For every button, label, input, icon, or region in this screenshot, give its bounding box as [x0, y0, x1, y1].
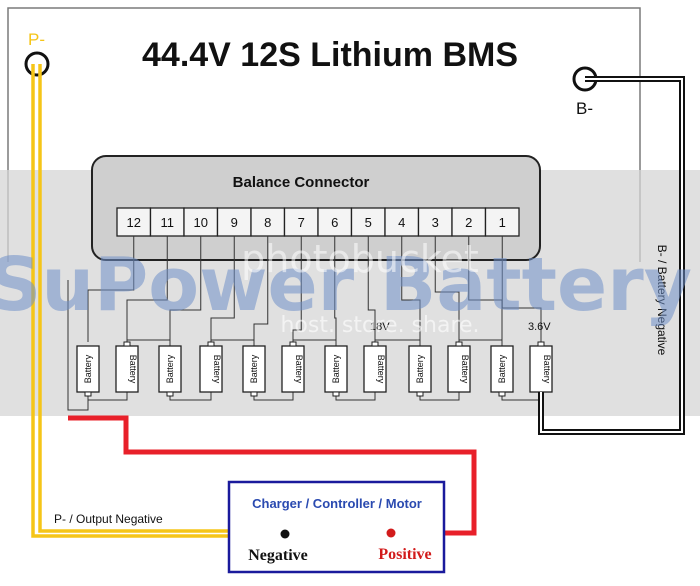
battery-label: Battery — [83, 354, 93, 383]
connector-pin-label: 3 — [432, 215, 439, 230]
connector-pin-label: 5 — [365, 215, 372, 230]
connector-pin-label: 2 — [465, 215, 472, 230]
positive-label: Positive — [378, 546, 431, 563]
battery-terminal — [416, 391, 424, 397]
output-negative-label: P- / Output Negative — [54, 512, 163, 526]
battery-terminal — [498, 391, 506, 397]
balance-wire — [87, 236, 135, 342]
battery-terminal — [537, 341, 545, 347]
battery-terminal — [332, 391, 340, 397]
negative-label: Negative — [248, 547, 308, 564]
voltage-label-18v: 18V — [370, 321, 390, 333]
connector-pin-label: 1 — [499, 215, 506, 230]
watermark-brand: SuPower Battery — [0, 242, 692, 328]
balance-wire — [292, 236, 302, 342]
battery-terminal — [84, 391, 92, 397]
battery-terminal — [455, 341, 463, 347]
battery-terminal — [207, 341, 215, 347]
watermark-tagline: host. store. share. — [280, 313, 479, 338]
battery-terminal — [371, 341, 379, 347]
connector-pin-label: 7 — [298, 215, 305, 230]
page-title: 44.4V 12S Lithium BMS — [142, 36, 518, 74]
balance-wire — [501, 236, 542, 342]
battery-label: Battery — [415, 354, 425, 383]
p-minus-terminal — [24, 51, 50, 77]
watermark-service: photobucket — [241, 237, 479, 281]
b-minus-label: B- — [576, 99, 593, 118]
connector-pin-label: 12 — [127, 215, 141, 230]
battery-label: Battery — [497, 354, 507, 383]
connector-pin-8 — [250, 207, 286, 237]
battery-terminal — [289, 341, 297, 347]
battery-label: Battery — [376, 355, 386, 384]
battery-label: Battery — [294, 355, 304, 384]
balance-wire — [401, 236, 421, 342]
battery-label: Battery — [165, 354, 175, 383]
battery-label: Battery — [249, 354, 259, 383]
connector-pin-label: 6 — [331, 215, 338, 230]
balance-wire — [367, 236, 376, 342]
load-title: Charger / Controller / Motor — [252, 496, 422, 511]
balance-wire — [253, 236, 269, 342]
balance-connector-label: Balance Connector — [233, 174, 370, 191]
balance-wire — [210, 236, 235, 342]
bms-board-outline — [7, 7, 641, 262]
negative-terminal-dot — [280, 529, 290, 539]
battery-negative-side-label: B- / Battery Negative — [655, 245, 669, 356]
voltage-label-3-6v: 3.6V — [528, 321, 551, 333]
output-negative-wire-a — [31, 64, 285, 538]
load-box — [227, 480, 446, 574]
connector-pin-label: 11 — [161, 215, 175, 230]
connector-pins: 12 11 10 9 8 7 6 5 4 3 2 1 — [116, 207, 520, 237]
battery-label: Battery — [128, 355, 138, 384]
connector-pin-7 — [283, 207, 319, 237]
connector-pin-2 — [451, 207, 487, 237]
output-negative-wire-b — [38, 64, 285, 533]
battery-negative-wire-core — [540, 78, 683, 433]
connector-pin-1 — [484, 207, 520, 237]
connector-pin-label: 4 — [398, 215, 405, 230]
balance-wire — [434, 236, 460, 342]
positive-wire — [68, 415, 477, 536]
connector-pin-label: 10 — [194, 215, 208, 230]
battery-terminal — [250, 391, 258, 397]
connector-pin-label: 9 — [231, 215, 238, 230]
connector-pin-label: 8 — [264, 215, 271, 230]
balance-wire — [334, 236, 337, 342]
p-minus-label: P- — [28, 30, 45, 49]
battery-label: Battery — [212, 355, 222, 384]
balance-wire — [468, 236, 503, 342]
pack-positive-lead — [67, 280, 89, 411]
balance-wire — [169, 236, 202, 342]
battery-label: Battery — [460, 355, 470, 384]
battery-label: Battery — [331, 354, 341, 383]
connector-pin-11 — [149, 207, 185, 237]
battery-label: Battery — [542, 355, 552, 384]
battery-cells: Battery Battery Battery Battery Battery Batte… — [76, 341, 553, 397]
battery-terminal — [123, 341, 131, 347]
balance-wire — [126, 236, 168, 342]
battery-terminal — [166, 391, 174, 397]
positive-terminal-dot — [386, 528, 396, 538]
connector-pin-10 — [183, 207, 219, 237]
